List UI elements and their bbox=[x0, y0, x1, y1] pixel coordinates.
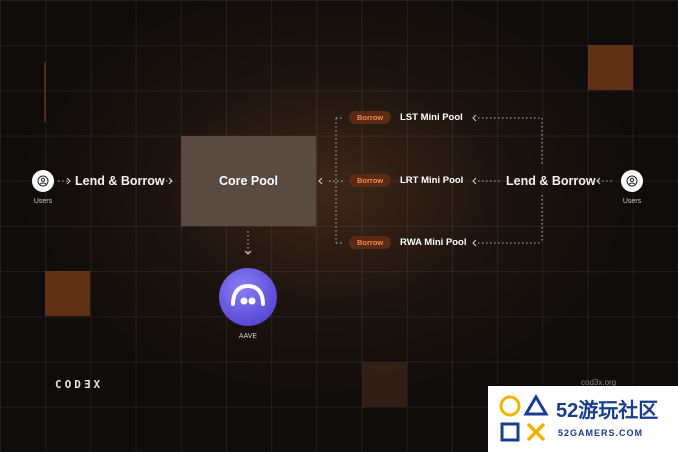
borrow-badge: Borrow bbox=[349, 174, 392, 187]
accent-line bbox=[44, 62, 46, 122]
brand-site: cod3x.org bbox=[581, 378, 617, 387]
accent-tile bbox=[588, 45, 633, 90]
user-left: Users bbox=[32, 170, 54, 205]
core-pool-label: Core Pool bbox=[218, 174, 279, 188]
watermark-sub: 52GAMERS.COM bbox=[558, 428, 644, 438]
aave-caption: AAVE bbox=[238, 333, 258, 340]
core-pool-box: Core Pool bbox=[181, 136, 316, 226]
brand-logo: CODƎX bbox=[55, 378, 104, 391]
user-caption: Users bbox=[33, 198, 53, 205]
mini-pool-lst: LST Mini Pool bbox=[400, 112, 463, 123]
watermark-shapes-icon bbox=[499, 394, 549, 442]
lend-borrow-right: Lend & Borrow bbox=[506, 174, 596, 188]
user-caption: Users bbox=[622, 198, 642, 205]
aave-ghost-icon bbox=[219, 268, 277, 326]
borrow-badge: Borrow bbox=[349, 111, 392, 124]
mini-pool-lrt: LRT Mini Pool bbox=[400, 175, 464, 186]
accent-tile bbox=[362, 362, 407, 407]
watermark: 52游玩社区 52GAMERS.COM bbox=[488, 386, 678, 452]
user-right: Users bbox=[621, 170, 643, 205]
mini-pool-rwa: RWA Mini Pool bbox=[400, 237, 467, 248]
accent-tile bbox=[45, 271, 90, 316]
user-icon bbox=[621, 170, 643, 192]
borrow-badge: Borrow bbox=[349, 236, 392, 249]
watermark-title: 52游玩社区 bbox=[556, 400, 659, 422]
user-icon bbox=[32, 170, 54, 192]
lend-borrow-left: Lend & Borrow bbox=[75, 174, 165, 188]
